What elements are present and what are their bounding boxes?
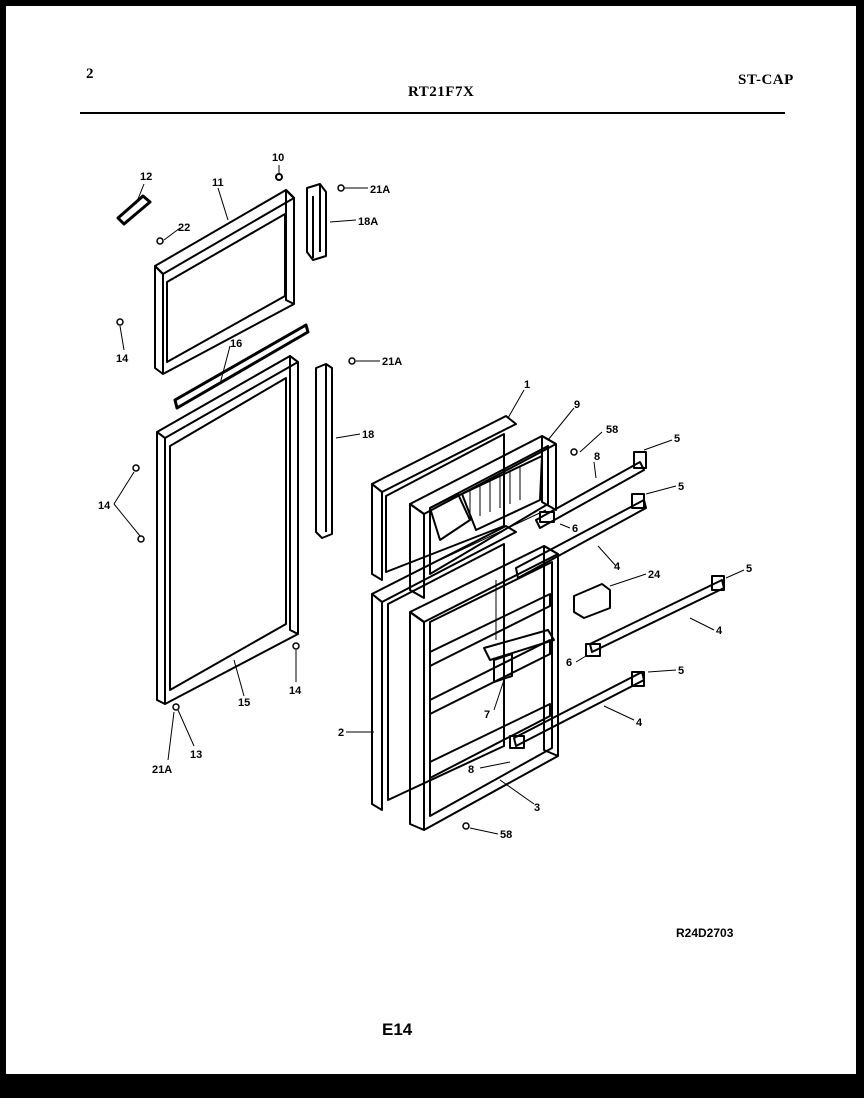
- part-10-screw: [275, 165, 283, 181]
- callout-6-top: 6: [572, 523, 578, 535]
- callout-7: 7: [484, 709, 490, 721]
- part-12-trim-piece: [116, 194, 152, 226]
- part-3-fresh-food-inner-door: [409, 545, 559, 831]
- callout-22: 22: [178, 222, 190, 234]
- part-4-shelf-rail-lower: [513, 671, 645, 747]
- callout-3: 3: [534, 802, 540, 814]
- callout-58-bottom: 58: [500, 829, 512, 841]
- model-number: RT21F7X: [408, 84, 475, 100]
- callout-10: 10: [272, 152, 284, 164]
- part-15-fresh-food-door-gasket: [156, 355, 299, 705]
- section-code: ST-CAP: [738, 72, 794, 88]
- callout-8-lower: 8: [468, 764, 474, 776]
- part-8-freezer-shelf-rail: [535, 461, 645, 529]
- callout-14-left: 14: [98, 500, 111, 512]
- callout-18: 18: [362, 429, 374, 441]
- part-2-fresh-food-door-outer: [371, 525, 517, 811]
- page-number: 2: [86, 66, 94, 82]
- part-9-freezer-inner-door: [409, 435, 557, 599]
- part-16-door-seal-strip: [173, 323, 310, 410]
- page-label: E14: [382, 1020, 413, 1039]
- part-18-fresh-food-handle: [315, 363, 333, 539]
- part-5-end-cap-2: [631, 493, 645, 509]
- callout-21A-bottom: 21A: [152, 764, 172, 776]
- callout-5-second: 5: [678, 481, 684, 493]
- callout-24: 24: [648, 569, 661, 581]
- diagram-reference: R24D2703: [676, 926, 734, 940]
- callout-1: 1: [524, 379, 530, 391]
- part-18A-freezer-handle: [306, 183, 327, 261]
- fasteners: [116, 184, 578, 830]
- callout-18A: 18A: [358, 216, 378, 228]
- part-6-clip-c: [509, 735, 525, 749]
- callout-5-first: 5: [674, 433, 680, 445]
- part-5-end-cap-1: [633, 451, 647, 469]
- part-24-door-stop: [573, 583, 611, 619]
- callout-4-top: 4: [614, 561, 621, 573]
- callout-14-upper: 14: [116, 353, 129, 365]
- part-6-clip-a: [539, 511, 555, 523]
- part-1-freezer-door-outer: [371, 415, 517, 581]
- part-7-shelf-bracket: [483, 629, 555, 683]
- callout-14-lower: 14: [289, 685, 302, 697]
- part-5-end-cap-4: [631, 671, 645, 687]
- leader-lines: [113, 183, 745, 835]
- callout-6-middle: 6: [566, 657, 572, 669]
- callout-15: 15: [238, 697, 250, 709]
- callout-12: 12: [140, 171, 152, 183]
- part-4-shelf-rail-upper: [515, 499, 647, 579]
- part-6-clip-b: [585, 643, 601, 657]
- callout-13: 13: [190, 749, 202, 761]
- part-5-end-cap-3: [711, 575, 725, 591]
- callout-11: 11: [212, 177, 224, 189]
- header-rule: [80, 112, 785, 114]
- callout-5-third: 5: [746, 563, 752, 575]
- callout-9: 9: [574, 399, 580, 411]
- callout-8-top: 8: [594, 451, 600, 463]
- callout-58-top: 58: [606, 424, 618, 436]
- callout-21A-middle: 21A: [382, 356, 402, 368]
- callout-4-lower: 4: [636, 717, 643, 729]
- part-11-freezer-door-gasket: [154, 189, 295, 375]
- callout-5-fourth: 5: [678, 665, 684, 677]
- callout-4-middle: 4: [716, 625, 723, 637]
- callout-2: 2: [338, 727, 344, 739]
- callout-21A-top: 21A: [370, 184, 390, 196]
- callout-16: 16: [230, 338, 242, 350]
